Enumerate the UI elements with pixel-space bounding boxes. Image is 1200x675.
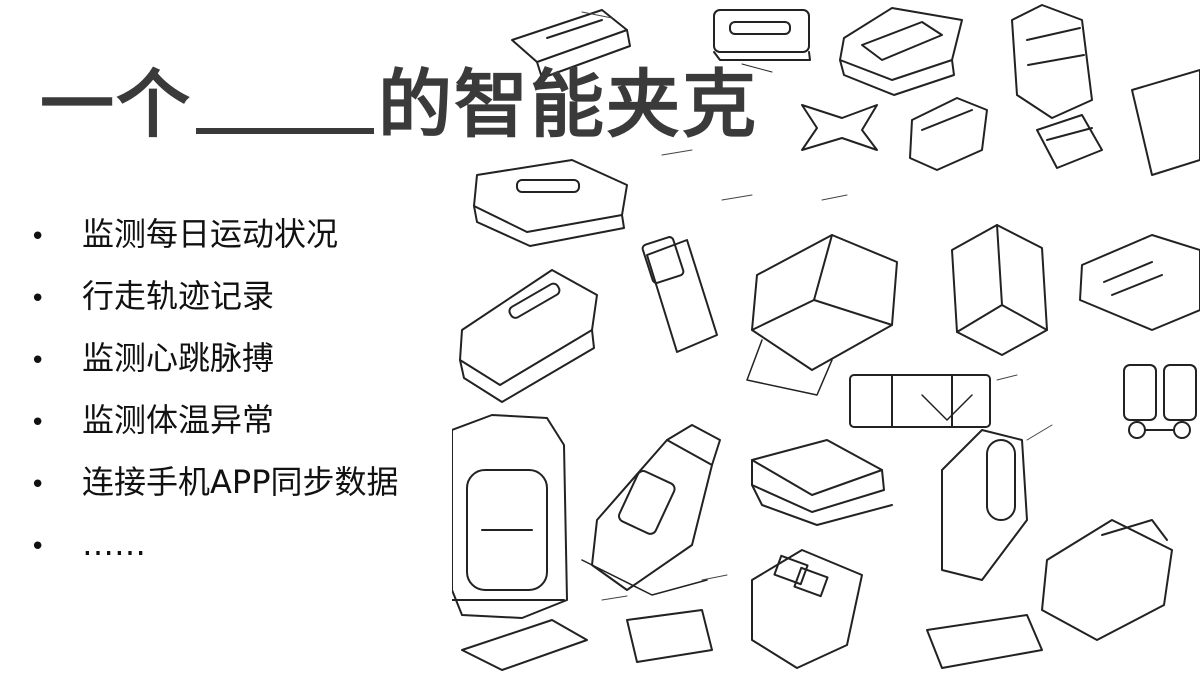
bullet-marker: • — [30, 532, 46, 562]
title-suffix: 的智能夹克 — [378, 62, 758, 148]
sketch-device — [461, 609, 713, 671]
bullet-item: • 监测心跳脉搏 — [30, 332, 399, 394]
sketch-device — [746, 234, 898, 396]
bullet-text: …… — [82, 525, 146, 563]
bullet-text: 监测每日运动状况 — [82, 215, 339, 253]
bullet-text: 监测心跳脉搏 — [82, 339, 275, 377]
title-prefix: 一个 — [40, 62, 192, 148]
sketch-device — [1123, 364, 1197, 439]
sketch-device — [909, 97, 1103, 171]
product-sketch-illustration — [452, 0, 1200, 675]
sketch-device — [641, 236, 718, 353]
bullet-marker: • — [30, 346, 46, 376]
bullet-marker: • — [30, 408, 46, 438]
bullet-marker: • — [30, 470, 46, 500]
sketch-device — [473, 159, 628, 247]
bullet-text: 连接手机APP同步数据 — [82, 463, 399, 501]
bullet-item: • 监测每日运动状况 — [30, 208, 399, 270]
bullet-item: • 监测体温异常 — [30, 394, 399, 456]
bullet-text: 行走轨迹记录 — [82, 277, 275, 315]
sketch-device — [839, 7, 963, 96]
feature-bullet-list: • 监测每日运动状况 • 行走轨迹记录 • 监测心跳脉搏 • 监测体温异常 • 连接手机A… — [30, 208, 399, 580]
sketch-device — [751, 439, 893, 526]
sketch-device — [511, 9, 631, 79]
sketch-device — [452, 414, 568, 619]
sketch-device — [926, 519, 1173, 669]
sketch-device — [951, 224, 1048, 356]
sketch-device — [941, 429, 1028, 581]
sketch-device — [1011, 4, 1200, 176]
bullet-marker: • — [30, 284, 46, 314]
bullet-text: 监测体温异常 — [82, 401, 275, 439]
slide-title: 一个的智能夹克 — [40, 58, 758, 142]
bullet-item: • 行走轨迹记录 — [30, 270, 399, 332]
sketch-device — [459, 269, 598, 403]
bullet-item: • 连接手机APP同步数据 — [30, 456, 399, 518]
sketch-device — [751, 549, 863, 669]
sketch-device — [801, 104, 878, 151]
title-blank-line — [196, 58, 374, 134]
bullet-marker: • — [30, 222, 46, 252]
sketch-device — [713, 9, 811, 73]
device-sketch-drawing — [452, 4, 1200, 671]
bullet-item: • …… — [30, 518, 399, 580]
sketch-device — [849, 374, 991, 428]
sketch-device — [581, 424, 721, 596]
sketch-annotation-lines — [581, 11, 1053, 601]
sketch-device — [1079, 234, 1200, 331]
